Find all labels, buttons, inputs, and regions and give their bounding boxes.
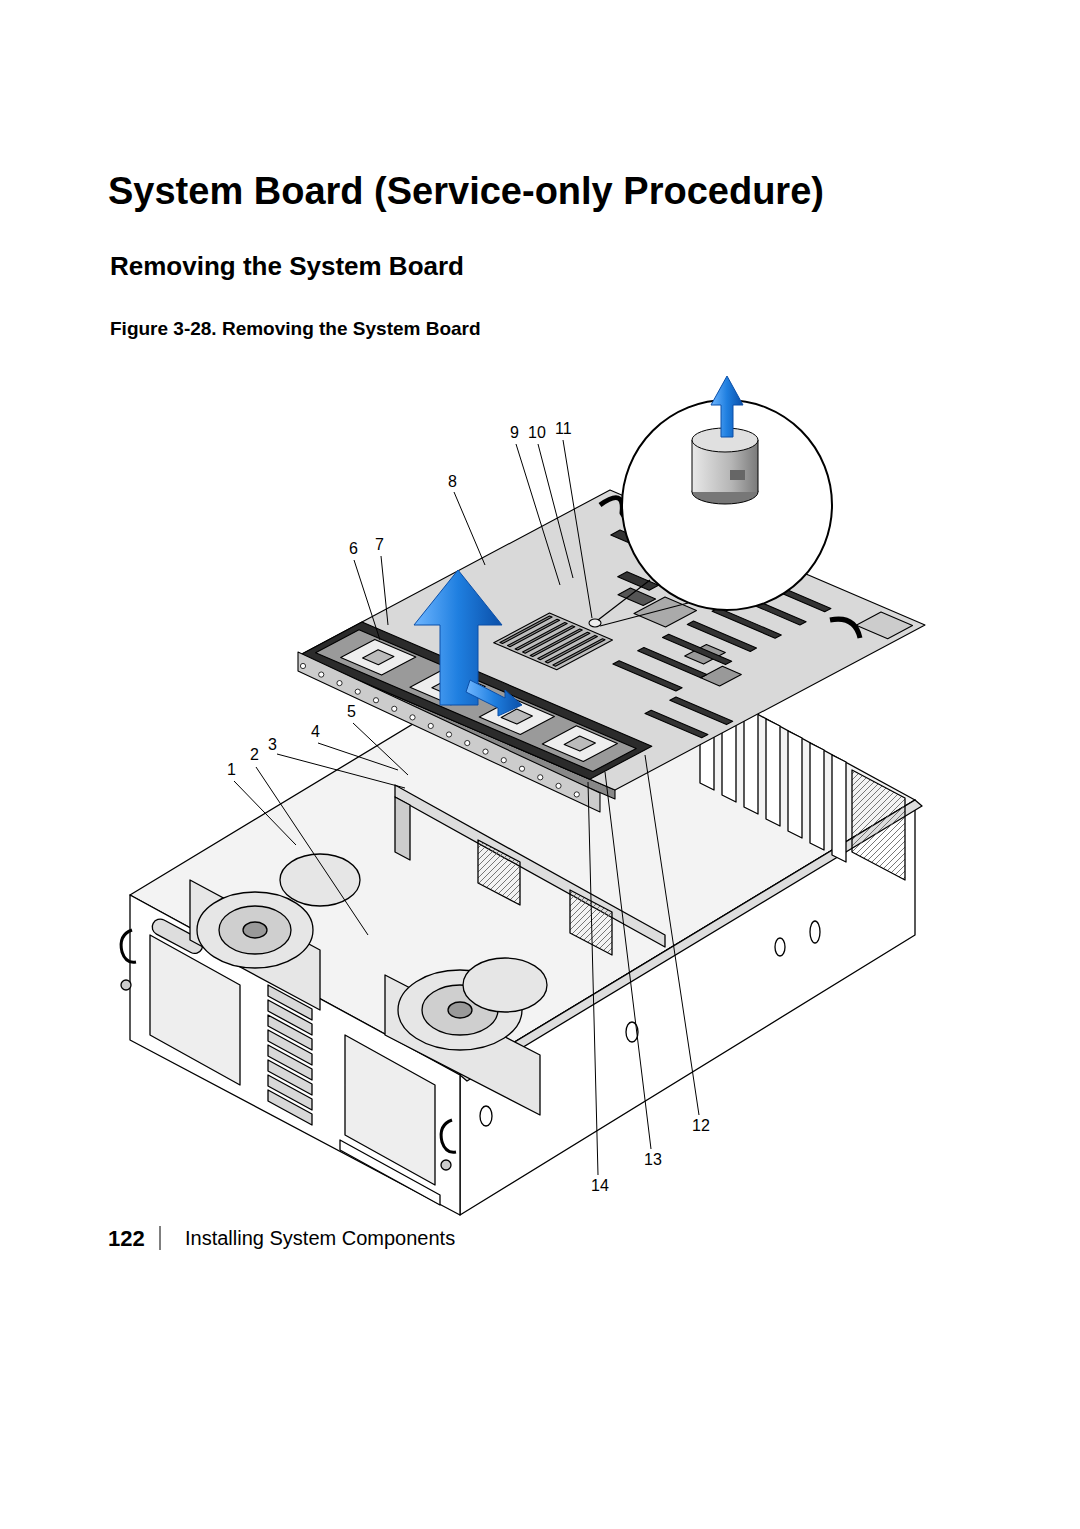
bracket-hole (355, 689, 360, 694)
callout-number: 13 (643, 1151, 663, 1169)
bracket-hole (538, 775, 543, 780)
bracket-hole (501, 758, 506, 763)
bracket-hole (300, 663, 305, 668)
callout-number: 12 (691, 1117, 711, 1134)
callout-number: 8 (447, 473, 458, 491)
callout-number: 2 (249, 746, 260, 763)
callout-number: 1 (226, 761, 237, 779)
callout-number: 11 (554, 420, 573, 437)
section-heading: Removing the System Board (110, 251, 464, 281)
heatsink (494, 613, 613, 670)
bracket-hole (392, 706, 397, 711)
expansion-slot (645, 710, 708, 738)
running-footer: Installing System Components (185, 1227, 455, 1250)
bracket-hole (446, 732, 451, 737)
cable (830, 619, 860, 638)
callout-number: 7 (374, 536, 385, 553)
callout-number: 1 (226, 761, 237, 778)
thumbscrew (441, 1160, 451, 1170)
handle (121, 930, 136, 962)
callout-number: 10 (527, 424, 547, 442)
bracket-hole (319, 672, 324, 677)
standoff (589, 619, 601, 627)
expansion-slot (670, 697, 733, 725)
callout-number: 5 (346, 703, 357, 721)
socket-center (564, 736, 595, 751)
heatsink-fin (538, 632, 590, 660)
processor-socket (542, 726, 617, 762)
side-hole (480, 1106, 492, 1126)
heatsink-fin (545, 635, 597, 663)
chassis (121, 620, 922, 1215)
magnifier (598, 376, 832, 626)
callout-number: 2 (249, 746, 260, 764)
processor-socket (341, 639, 416, 675)
side-hole (810, 921, 820, 943)
bracket-hole (519, 766, 524, 771)
callout-number: 12 (691, 1117, 711, 1135)
figure-caption: Figure 3-28. Removing the System Board (110, 318, 481, 340)
callout-number: 3 (267, 736, 278, 753)
callout-number: 9 (509, 424, 520, 441)
socket-center (363, 650, 394, 665)
footer-separator (160, 1226, 161, 1250)
bracket-hole (373, 698, 378, 703)
callout-number: 11 (554, 420, 573, 438)
page-title: System Board (Service-only Procedure) (108, 170, 824, 214)
heatsink-fin (508, 619, 560, 647)
page-number: 122 (108, 1226, 145, 1251)
heatsink-fin (553, 639, 605, 667)
bracket-hole (337, 681, 342, 686)
lift-arrow (414, 570, 522, 716)
callout-number: 4 (310, 723, 321, 740)
bracket-hole (465, 740, 470, 745)
handle (441, 1120, 456, 1152)
system-board (298, 490, 925, 812)
bracket-hole (410, 715, 415, 720)
page-number: 122 (108, 1226, 145, 1251)
callout-number: 3 (267, 736, 278, 754)
heatsink-fin (523, 626, 575, 654)
rear-io (856, 612, 912, 639)
thumbscrew (121, 980, 131, 990)
shroud-bar (395, 785, 665, 947)
side-hole (775, 938, 785, 956)
chip (701, 666, 742, 686)
callout-number: 7 (374, 536, 385, 554)
heatsink-fin (530, 629, 582, 656)
heatsink-fin (500, 616, 552, 644)
front-grille (345, 1035, 435, 1185)
rear-grille (852, 770, 905, 880)
callout-number: 13 (643, 1151, 663, 1168)
drive-bays (268, 985, 312, 1125)
callout-number: 10 (527, 424, 547, 441)
callout-number: 8 (447, 473, 458, 490)
callout-number: 5 (346, 703, 357, 720)
bracket-hole (428, 723, 433, 728)
page-title: System Board (Service-only Procedure) (108, 170, 824, 212)
callout-number: 6 (348, 540, 359, 558)
bracket-hole (556, 783, 561, 788)
section-heading: Removing the System Board (110, 252, 464, 282)
heatsink-fin (515, 623, 567, 651)
callout-number: 9 (509, 424, 520, 442)
callout-number: 4 (310, 723, 321, 741)
callout-number: 14 (590, 1177, 610, 1194)
board-surface (300, 490, 925, 790)
callout-number: 14 (590, 1177, 610, 1195)
callout-number: 6 (348, 540, 359, 557)
figure-caption: Figure 3-28. Removing the System Board (110, 318, 481, 339)
front-slot (340, 1140, 440, 1205)
running-footer: Installing System Components (185, 1227, 455, 1249)
bracket-hole (574, 792, 579, 797)
bracket-hole (483, 749, 488, 754)
cooling-fans (190, 854, 547, 1115)
leader-lines (234, 440, 699, 1175)
shroud-bracket (395, 797, 410, 860)
